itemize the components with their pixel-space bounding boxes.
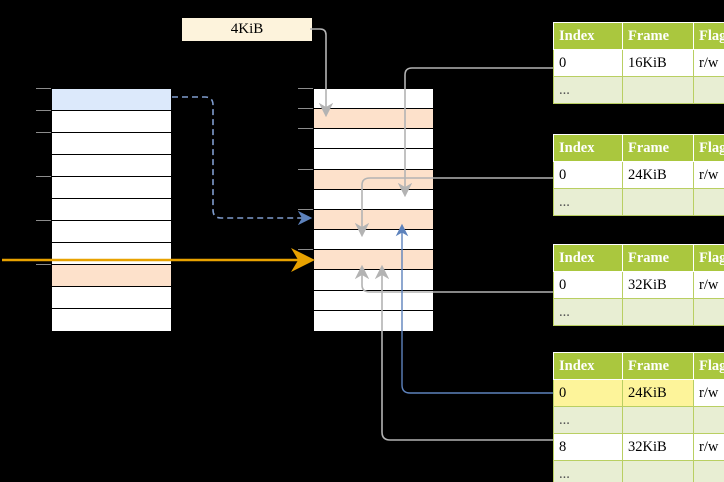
virtual-page-row [52, 89, 171, 111]
physical-frame-row [314, 250, 433, 271]
column-header-flags: Flags [693, 134, 724, 162]
virtual-page-tick [36, 176, 51, 177]
page-table-level-3: IndexFrameFlags032KiBr/w... [553, 244, 724, 326]
cell-index: 0 [553, 379, 623, 407]
cell-frame [622, 406, 694, 434]
physical-frame-row [314, 89, 433, 110]
virtual-page-tick [36, 88, 51, 89]
table-row: ... [553, 298, 724, 326]
cell-index: ... [553, 76, 623, 104]
cell-frame: 24KiB [622, 161, 694, 189]
virtual-page-tick [36, 220, 51, 221]
physical-frame-row [314, 209, 433, 231]
virtual-address-space-column [51, 88, 172, 331]
page-table-level-1: IndexFrameFlags016KiBr/w... [553, 22, 724, 104]
cell-frame: 16KiB [622, 49, 694, 77]
physical-frame-tick [298, 108, 313, 109]
cell-flags [693, 406, 724, 434]
virtual-page-row [52, 243, 171, 265]
virtual-page-row [52, 155, 171, 177]
virtual-page-row [52, 221, 171, 243]
physical-frame-row [314, 270, 433, 291]
physical-frame-tick [298, 169, 313, 170]
virtual-page-row [52, 133, 171, 155]
physical-frame-tick [298, 88, 313, 89]
physical-frame-row [314, 189, 433, 210]
cell-frame: 32KiB [622, 433, 694, 461]
page-table-level-2: IndexFrameFlags024KiBr/w... [553, 134, 724, 216]
physical-frame-row [314, 310, 433, 331]
table-row: ... [553, 76, 724, 104]
virtual-page-row [52, 287, 171, 309]
column-header-frame: Frame [622, 134, 694, 162]
physical-frame-row [314, 230, 433, 251]
cell-frame: 32KiB [622, 271, 694, 299]
cell-index: 0 [553, 161, 623, 189]
cell-index: 8 [553, 433, 623, 461]
physical-frame-row [314, 129, 433, 150]
cell-flags: r/w [693, 433, 724, 461]
virtual-page-tick [36, 110, 51, 111]
column-header-frame: Frame [622, 22, 694, 50]
virtual-page-row [52, 111, 171, 133]
column-header-index: Index [553, 22, 623, 50]
column-header-frame: Frame [622, 352, 694, 380]
size-label-4kib: 4KiB [182, 18, 312, 41]
cell-flags: r/w [693, 161, 724, 189]
physical-frame-row [314, 149, 433, 170]
cell-flags: r/w [693, 49, 724, 77]
cell-flags [693, 76, 724, 104]
cell-flags [693, 188, 724, 216]
cell-flags [693, 298, 724, 326]
virtual-page-row [52, 199, 171, 221]
table-row: ... [553, 406, 724, 434]
cell-index: ... [553, 406, 623, 434]
cell-frame [622, 76, 694, 104]
physical-frame-tick [298, 209, 313, 210]
cell-index: 0 [553, 271, 623, 299]
physical-frame-row [314, 290, 433, 311]
cell-index: ... [553, 188, 623, 216]
cell-flags: r/w [693, 271, 724, 299]
cell-index: ... [553, 460, 623, 482]
cell-frame: 24KiB [622, 379, 694, 407]
cell-frame [622, 188, 694, 216]
column-header-index: Index [553, 352, 623, 380]
table-row: ... [553, 188, 724, 216]
physical-frame-tick [298, 249, 313, 250]
column-header-flags: Flags [693, 352, 724, 380]
physical-frame-row [314, 169, 433, 190]
cell-index: 0 [553, 49, 623, 77]
cell-flags: r/w [693, 379, 724, 407]
table-row: ... [553, 460, 724, 482]
physical-frame-row [314, 109, 433, 130]
virtual-page-row [52, 265, 171, 287]
page-table-level-4: IndexFrameFlags024KiBr/w...832KiBr/w... [553, 352, 724, 482]
cell-frame [622, 298, 694, 326]
column-header-index: Index [553, 134, 623, 162]
column-header-flags: Flags [693, 22, 724, 50]
wire-virtual-to-table-dashed [172, 96, 313, 226]
column-header-index: Index [553, 244, 623, 272]
physical-frame-tick [298, 128, 313, 129]
cell-flags [693, 460, 724, 482]
cell-frame [622, 460, 694, 482]
virtual-page-row [52, 309, 171, 331]
virtual-page-tick [36, 132, 51, 133]
physical-memory-column [313, 88, 434, 331]
cell-index: ... [553, 298, 623, 326]
column-header-frame: Frame [622, 244, 694, 272]
virtual-page-row [52, 177, 171, 199]
virtual-page-tick [36, 264, 51, 265]
column-header-flags: Flags [693, 244, 724, 272]
